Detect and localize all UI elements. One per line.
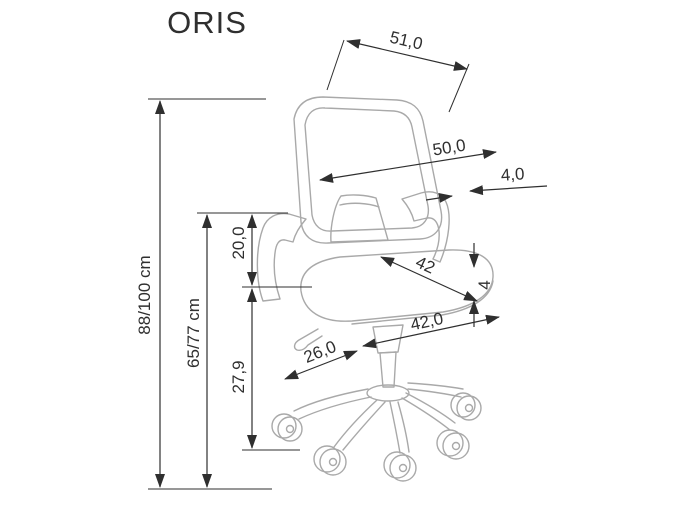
extension-line-front xyxy=(448,63,470,113)
dimension-label: 4 xyxy=(475,280,494,289)
dim-under-seat-height-27-9: 27,9 xyxy=(229,288,300,451)
caster-front-wheel xyxy=(319,448,347,476)
dim-seat-thickness-4: 4 xyxy=(469,243,494,327)
dim-backrest-thickness-4: 4,0 xyxy=(425,164,548,203)
caster-hub xyxy=(398,463,408,473)
chair-base-hub xyxy=(366,384,410,402)
dimension-line xyxy=(284,350,358,380)
dimension-line xyxy=(319,149,497,183)
dimension-label: 42,0 xyxy=(409,309,445,334)
base-arm-back-right xyxy=(407,382,464,398)
dimension-label: 65/77 cm xyxy=(184,298,203,368)
dimension-label: 4,0 xyxy=(500,164,525,185)
caster-wheel-back-right xyxy=(450,392,482,421)
chair-gas-lift xyxy=(372,324,404,388)
chair-lumbar-support xyxy=(330,194,389,243)
arrow-from-left xyxy=(425,193,453,203)
gas-lift-lower-tube xyxy=(379,351,397,388)
backrest-outer-outline xyxy=(293,96,443,244)
chair-armrest-left xyxy=(256,212,307,302)
extension-line-back xyxy=(326,39,345,91)
caster-front-wheel xyxy=(277,416,303,442)
dimension-line xyxy=(362,314,500,349)
caster-rear-wheel xyxy=(271,413,297,439)
dim-seat-depth-42: 42 xyxy=(380,252,478,302)
arrow-from-right xyxy=(469,185,548,196)
dim-backrest-width-50: 50,0 xyxy=(319,136,497,183)
lumbar-detail-line xyxy=(339,202,380,208)
base-arm-right xyxy=(401,392,456,431)
caster-hub xyxy=(451,441,461,451)
dimension-label: 27,9 xyxy=(229,360,248,393)
caster-rear-wheel xyxy=(436,429,464,457)
dimension-label: 51,0 xyxy=(388,28,425,54)
base-arm-left xyxy=(293,388,372,420)
dim-armrest-height: 65/77 cm xyxy=(184,212,288,488)
chair-drawing xyxy=(256,96,494,482)
caster-rear-wheel xyxy=(450,392,476,418)
base-arm-front-left xyxy=(333,399,386,451)
dimension-label: 50,0 xyxy=(431,136,467,160)
dim-overall-depth-51: 51,0 xyxy=(326,28,470,113)
chair-tilt-lever xyxy=(293,328,323,351)
caster-wheel-front-left xyxy=(313,445,347,476)
dimension-label: 26,0 xyxy=(301,337,339,367)
caster-wheel-front xyxy=(383,451,417,482)
caster-front-wheel xyxy=(442,432,470,460)
caster-hub xyxy=(328,457,338,467)
caster-hub xyxy=(464,403,474,413)
dimension-label: 88/100 cm xyxy=(135,255,154,334)
chair-seat xyxy=(300,249,494,325)
backrest-inner-outline xyxy=(304,107,430,232)
dimension-label: 20,0 xyxy=(229,226,248,259)
caster-rear-wheel xyxy=(313,445,341,473)
lumbar-outline xyxy=(330,194,389,243)
caster-rear-wheel xyxy=(383,451,411,479)
dim-seat-width-42: 42,0 xyxy=(362,309,500,349)
caster-wheel-right xyxy=(436,429,470,460)
chair-backrest xyxy=(293,96,443,244)
caster-front-wheel xyxy=(456,395,482,421)
dimension-line xyxy=(380,256,478,302)
dimension-line xyxy=(346,39,468,71)
chair-armrest-right xyxy=(401,191,450,263)
product-title: ORIS xyxy=(167,5,247,40)
seat-outline xyxy=(300,249,494,322)
caster-wheel-left xyxy=(271,413,303,442)
base-arm-front xyxy=(389,401,410,454)
dim-overall-height: 88/100 cm xyxy=(135,98,272,490)
chair-base-arms xyxy=(293,382,464,454)
dim-back-height-20: 20,0 xyxy=(229,214,312,288)
caster-front-wheel xyxy=(389,454,417,482)
caster-hub xyxy=(285,424,295,434)
